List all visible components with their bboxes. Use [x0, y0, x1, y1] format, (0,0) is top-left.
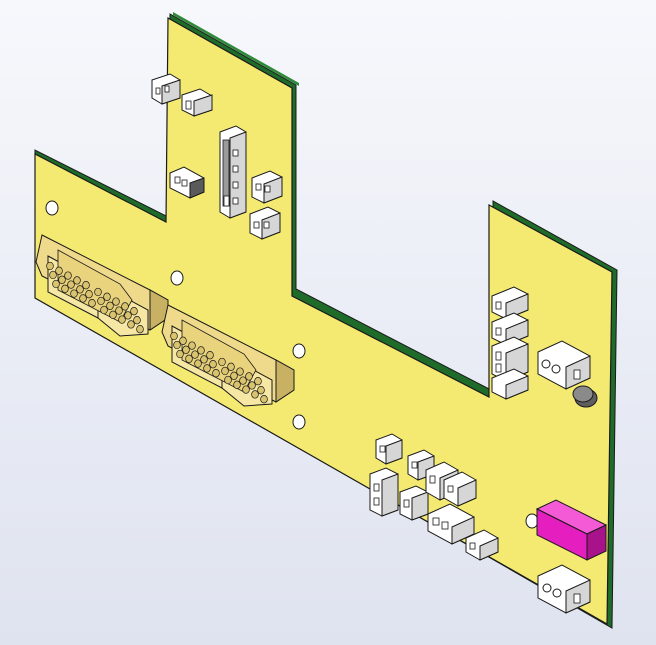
dsub-pin: [61, 284, 69, 293]
dsub-pin: [236, 367, 244, 376]
dsub-pin: [58, 275, 66, 284]
dsub-pin: [46, 261, 54, 271]
dsub-pin: [260, 395, 268, 404]
dsub-pin: [254, 377, 262, 386]
dsub-pin: [130, 307, 138, 316]
dsub-pin: [188, 341, 196, 350]
header-j3: [219, 125, 247, 219]
dsub-pin: [73, 276, 81, 285]
dsub-pin: [242, 385, 250, 394]
dsub-pin: [221, 366, 229, 376]
dsub-pin: [82, 281, 90, 290]
connector-j4: [169, 166, 205, 199]
dsub-pin: [136, 325, 144, 334]
selected-component[interactable]: [535, 499, 608, 561]
dsub-pin: [52, 279, 60, 289]
dsub-pin: [118, 315, 126, 324]
connector-j10: [491, 368, 529, 400]
dsub-pin: [206, 351, 214, 360]
connector-j6: [249, 206, 281, 240]
dsub-pin: [76, 285, 84, 294]
dsub-pin: [227, 362, 235, 371]
dsub-pin: [173, 340, 181, 350]
dsub-pin: [218, 357, 226, 367]
dsub-pin: [127, 320, 135, 329]
dsub-pin: [79, 294, 87, 303]
dsub-pin: [100, 305, 108, 315]
dsub-pin: [233, 380, 241, 389]
dsub-pin: [200, 355, 208, 364]
dsub-pin: [212, 369, 220, 378]
dsub-pin: [257, 386, 265, 395]
dsub-pin: [179, 336, 187, 345]
mounting-holes: [45, 200, 539, 529]
mounting-hole: [292, 414, 306, 430]
dsub-pin: [88, 299, 96, 308]
dsub-pin: [203, 364, 211, 373]
dsub-pin: [103, 292, 111, 301]
mounting-hole: [292, 343, 306, 359]
connector-j15: [399, 485, 429, 521]
connector-j2: [181, 88, 213, 117]
dsub-pin: [239, 376, 247, 385]
mounting-hole: [45, 200, 59, 216]
battery-cell: [572, 385, 598, 408]
power-connector-j11: [537, 340, 591, 390]
dsub-pin: [170, 331, 178, 341]
connector-j1: [151, 73, 181, 105]
dsub-pin: [64, 271, 72, 280]
dsub-pin: [67, 280, 75, 289]
dsub-pin: [121, 302, 129, 311]
bottom-connectors: [369, 433, 591, 614]
mounting-hole: [525, 513, 539, 529]
dsub-pin: [176, 349, 184, 359]
connector-j19: [465, 529, 499, 561]
top-connectors: [151, 73, 283, 240]
dsub-pin: [109, 310, 117, 319]
dsub-pin: [55, 266, 63, 275]
dsub-pin: [112, 297, 120, 306]
dsub-pin: [251, 390, 259, 399]
dsub-pin: [70, 289, 78, 298]
dsub-pin: [133, 316, 141, 325]
dsub-pin: [182, 345, 190, 354]
dsub-pin: [194, 359, 202, 368]
mounting-hole: [170, 270, 184, 286]
dsub-pin: [197, 346, 205, 355]
connector-j12: [375, 433, 403, 465]
dsub-pin: [106, 301, 114, 310]
dsub-pin: [224, 375, 232, 385]
dsub-pin: [191, 350, 199, 359]
dsub-pin: [124, 311, 132, 320]
dsub-pins: [46, 261, 268, 404]
dsub-pin: [49, 270, 57, 280]
dsub-pin: [115, 306, 123, 315]
dsub-pin: [245, 372, 253, 381]
power-connector-j20: [537, 564, 591, 614]
dsub-pin: [85, 290, 93, 299]
dsub-pin: [230, 371, 238, 380]
connector-j14: [369, 467, 399, 517]
dsub-pin: [97, 296, 105, 306]
dsub-pin: [209, 360, 217, 369]
connector-j5: [251, 170, 283, 204]
connector-j17: [443, 471, 477, 507]
dsub-pin: [185, 354, 193, 363]
connector-j7: [491, 286, 529, 320]
dsub-pin: [94, 287, 102, 297]
dsub-pin: [248, 381, 256, 390]
right-connectors: [491, 286, 598, 408]
